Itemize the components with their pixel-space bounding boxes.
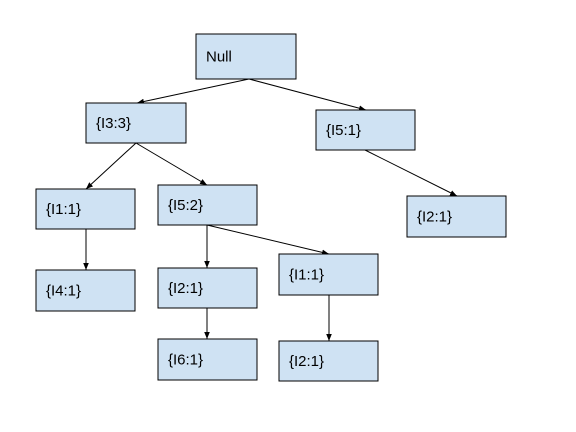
node-label: {I1:1}: [289, 267, 324, 284]
node-i3-i1: {I1:1}: [35, 188, 136, 230]
node-box: [157, 338, 258, 381]
node-box: [157, 267, 258, 309]
node-i3-i5-i2-i6: {I6:1}: [157, 338, 258, 381]
node-label: {I2:1}: [168, 280, 203, 297]
edge-i3-to-i3-i5: [135, 142, 208, 186]
node-label: {I6:1}: [168, 352, 203, 369]
node-label: Null: [206, 49, 232, 66]
node-label: {I5:2}: [168, 197, 203, 214]
node-box: [278, 340, 379, 382]
node-label: {I5:1}: [326, 122, 361, 139]
node-i5-i2: {I2:1}: [406, 195, 507, 238]
edge-i3-to-i3-i1: [85, 142, 137, 190]
node-label: {I4:1}: [46, 283, 81, 300]
edge-root-to-i3: [136, 78, 250, 105]
node-i3-i1-i4: {I4:1}: [35, 269, 136, 312]
edges: [83, 78, 458, 341]
node-label: {I3:3}: [96, 115, 131, 132]
node-i3-i5-i1: {I1:1}: [278, 253, 379, 296]
node-box: [85, 102, 187, 144]
node-i5: {I5:1}: [315, 109, 416, 151]
edge-i5-to-i5-i2: [364, 149, 458, 197]
node-root: Null: [195, 33, 297, 80]
node-label: {I2:1}: [289, 353, 324, 370]
edge-i3-i5-to-i3-i5-i1: [206, 224, 330, 256]
node-box: [406, 195, 507, 238]
node-box: [278, 253, 379, 296]
node-i3: {I3:3}: [85, 102, 187, 144]
node-label: {I1:1}: [46, 201, 81, 218]
node-box: [35, 269, 136, 312]
node-box: [157, 184, 258, 226]
node-i3-i5-i2: {I2:1}: [157, 267, 258, 309]
node-box: [195, 33, 297, 80]
nodes: Null {I3:3} {I5:1} {I1:1} {I5:2} {I2:1} {I4:1}…: [35, 33, 507, 382]
node-box: [315, 109, 416, 151]
node-i3-i5: {I5:2}: [157, 184, 258, 226]
node-i3-i5-i1-i2: {I2:1}: [278, 340, 379, 382]
edge-root-to-i5: [248, 78, 367, 111]
node-label: {I2:1}: [417, 209, 452, 226]
node-box: [35, 188, 136, 230]
